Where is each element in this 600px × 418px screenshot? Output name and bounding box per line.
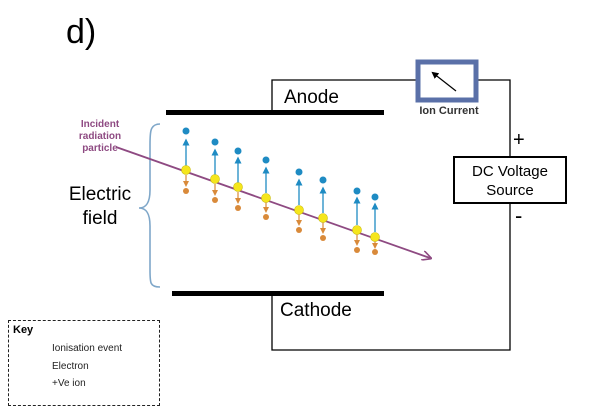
ionisation-point-8 [370,232,380,242]
dc-source-label-line2: Source [486,182,534,199]
electric-field-brace [138,123,161,288]
ionisation-event-2 [210,138,220,203]
cathode-label: Cathode [280,300,352,321]
circuit-wire-top-right [476,79,511,158]
positive-ion-4 [263,214,269,220]
ionisation-point-6 [318,213,328,223]
electron-4 [262,156,270,164]
positive-ion-3 [235,205,241,211]
electron-7 [353,187,361,195]
key-title: Key [13,324,34,336]
ionisation-event-3 [233,147,243,211]
electron-8 [371,193,379,201]
incident-particle-label: Incident radiation particle [62,119,138,155]
ionisation-point-7 [352,225,362,235]
positive-ion-7 [354,247,360,253]
ionisation-event-6 [318,176,328,241]
ionisation-point-5 [294,205,304,215]
ionisation-event-7 [352,187,362,253]
ionisation-events [181,127,380,255]
electric-field-line2: field [82,208,118,229]
ionisation-point-2 [210,174,220,184]
electron-5 [295,168,303,176]
panel-letter: d) [66,13,97,51]
incident-label-line3: particle [82,143,118,154]
dc-source-label-line1: DC Voltage [472,163,548,180]
key-legend [8,320,160,406]
ion-current-meter [415,59,479,103]
incident-particle-path [115,146,430,258]
negative-terminal-sign: - [515,203,523,228]
ionisation-event-1 [181,127,191,194]
key-label-positive-ion: +Ve ion [52,378,86,389]
ionisation-point-3 [233,182,243,192]
incident-label-line1: Incident [80,119,120,130]
positive-terminal-sign: + [513,129,525,151]
electric-field-label: Electric field [62,183,138,231]
circuit-wire-anode [271,79,418,111]
key-label-ionisation-event: Ionisation event [52,343,123,354]
meter-needle [431,71,457,92]
positive-ion-2 [212,197,218,203]
ion-current-label: Ion Current [419,105,479,117]
positive-ion-5 [296,227,302,233]
ionisation-event-4 [261,156,271,220]
electron-3 [234,147,242,155]
anode-plate [166,110,384,115]
ionisation-point-1 [181,165,191,175]
incident-label-line2: radiation [78,131,122,142]
positive-ion-1 [183,188,189,194]
electric-field-line1: Electric [68,184,132,205]
dc-voltage-source: DC Voltage Source [453,156,567,204]
circuit-wire-bottom [271,204,511,351]
electron-1 [182,127,190,135]
electron-2 [211,138,219,146]
anode-label: Anode [284,87,339,108]
ionisation-event-8 [370,193,380,255]
key-label-electron: Electron [52,361,89,372]
cathode-plate [172,291,384,296]
ionisation-point-4 [261,193,271,203]
positive-ion-6 [320,235,326,241]
positive-ion-8 [372,249,378,255]
ionisation-event-5 [294,168,304,233]
electron-6 [319,176,327,184]
